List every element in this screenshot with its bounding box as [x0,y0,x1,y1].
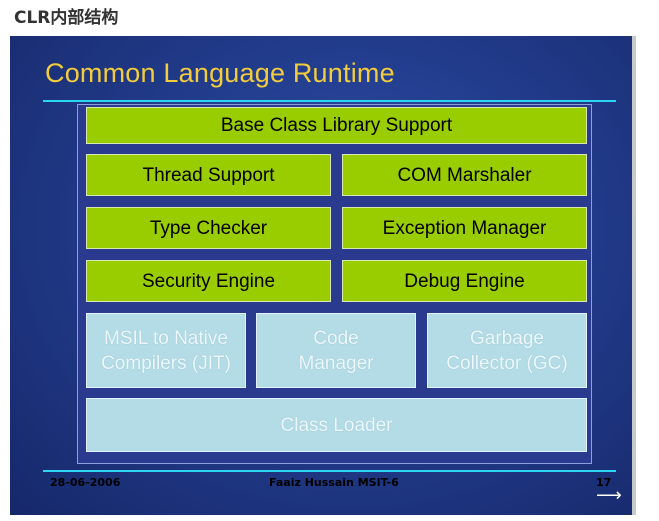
slide-title: Common Language Runtime [45,58,395,88]
msil-compilers-label-line2: Compilers (JIT) [101,352,231,374]
security-engine-box: Security Engine [86,260,331,302]
garbage-collector-label-line1: Garbage [470,327,544,349]
security-engine-label: Security Engine [141,270,276,292]
exception-manager-box: Exception Manager [342,207,587,249]
page-heading: CLR内部结构 [14,8,119,28]
footer-date: 28-06-2006 [50,476,121,489]
slide: Common Language Runtime Base Class Libra… [10,36,632,515]
garbage-collector-label-line2: Collector (GC) [446,352,568,374]
com-marshaler-label: COM Marshaler [397,164,532,186]
com-marshaler-box: COM Marshaler [342,154,587,196]
class-loader-box: Class Loader [86,398,587,452]
title-divider [43,100,616,102]
footer-author: Faaiz Hussain MSIT-6 [269,476,399,489]
next-slide-arrow-icon[interactable]: ⟶ [596,485,622,505]
thread-support-box: Thread Support [86,154,331,196]
garbage-collector-box: Garbage Collector (GC) [427,313,587,388]
type-checker-label: Type Checker [149,217,268,239]
code-manager-label-line1: Code [313,327,359,349]
exception-manager-label: Exception Manager [382,217,547,239]
base-class-library-label: Base Class Library Support [220,115,453,136]
class-loader-label: Class Loader [280,414,393,436]
msil-compilers-label-line1: MSIL to Native [104,327,228,349]
code-manager-box: Code Manager [256,313,416,388]
footer-page-number: 17 [596,476,612,489]
debug-engine-label: Debug Engine [404,270,525,292]
footer-divider [43,470,616,472]
slide-edge [632,36,636,515]
code-manager-label-line2: Manager [298,352,374,374]
base-class-library-box: Base Class Library Support [86,107,587,144]
debug-engine-box: Debug Engine [342,260,587,302]
msil-compilers-box: MSIL to Native Compilers (JIT) [86,313,246,388]
type-checker-box: Type Checker [86,207,331,249]
thread-support-label: Thread Support [142,164,275,186]
